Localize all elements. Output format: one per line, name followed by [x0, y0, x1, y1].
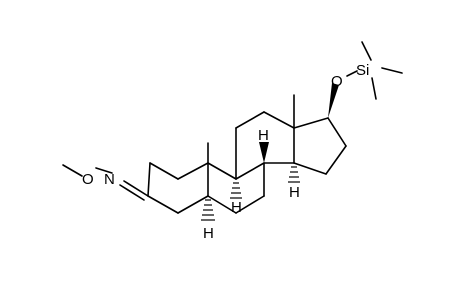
- bond-c3-n-double-b: [119, 184, 145, 201]
- wedge-bond-h8: [259, 142, 269, 163]
- hash-bond-h14: [288, 166, 300, 183]
- bond-si-methyl-right: [381, 67, 403, 74]
- bond-o-ch3: [62, 164, 83, 177]
- bond-c13-c17: [293, 117, 329, 129]
- bond-c3-n-double-a: [123, 180, 149, 197]
- bond-c11-c12: [235, 111, 265, 129]
- hash-bond-h5: [201, 199, 215, 221]
- hash-bond-h9: [230, 182, 242, 199]
- bond-c17-c16: [327, 117, 347, 147]
- bond-si-methyl-down: [371, 77, 377, 100]
- bond-c7-c6: [235, 195, 265, 214]
- bond-c12-c13: [263, 111, 295, 129]
- bond-c1-c2: [149, 162, 179, 180]
- atom-label-o-silyl: O: [331, 73, 343, 90]
- bond-c10-c9: [207, 162, 237, 180]
- atom-label-si: Si: [356, 62, 369, 79]
- bond-c3-c2: [147, 162, 151, 197]
- atom-label-h8: H: [258, 127, 269, 144]
- bond-c16-c15: [325, 145, 347, 175]
- bond-o-si: [346, 70, 358, 77]
- bond-si-methyl-up: [361, 41, 372, 61]
- bond-n-o: [95, 167, 113, 174]
- atom-label-h5: H: [203, 225, 214, 242]
- bond-c4-c3: [147, 195, 179, 214]
- bond-c15-c14: [293, 162, 327, 175]
- atom-label-o-methoxy: O: [82, 171, 94, 188]
- atom-label-h9: H: [231, 199, 242, 216]
- atom-label-h14: H: [289, 184, 300, 201]
- bond-c1-c10: [177, 162, 209, 180]
- wedge-c17-o: [328, 83, 339, 118]
- bond-c9-c8: [235, 162, 265, 180]
- bond-c6-c5: [207, 195, 237, 214]
- atom-label-n-oxime: N: [104, 171, 115, 188]
- bond-c5-c4: [177, 195, 209, 214]
